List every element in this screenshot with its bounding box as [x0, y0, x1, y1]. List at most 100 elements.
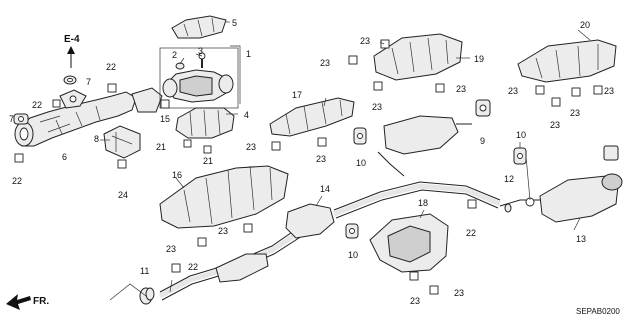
callout-12: 12	[504, 174, 514, 184]
bolt-23-20-c[interactable]	[571, 87, 581, 97]
bolt-22-left-small[interactable]	[52, 99, 61, 108]
bolt-23-18-b[interactable]	[429, 285, 439, 295]
heat-shield-5[interactable]	[171, 15, 227, 39]
rubber-hanger-9[interactable]	[475, 99, 491, 117]
bolt-23-16-a[interactable]	[197, 237, 207, 247]
heat-shield-16[interactable]	[159, 165, 289, 229]
bolt-23-18-a[interactable]	[409, 271, 419, 281]
callout-23-20-c: 23	[570, 108, 580, 118]
reference-arrow	[67, 46, 75, 68]
diagram-code: SEPAB0200	[576, 307, 620, 316]
front-pipe-6[interactable]	[14, 91, 137, 147]
gasket-2[interactable]	[175, 62, 185, 70]
heat-shield-4[interactable]	[175, 107, 235, 139]
bolt-23-20-a[interactable]	[535, 85, 545, 95]
callout-23-20-a: 23	[508, 86, 518, 96]
rubber-hanger-10-low[interactable]	[345, 223, 359, 239]
callout-24: 24	[118, 190, 128, 200]
callout-2: 2	[172, 50, 177, 60]
rubber-hanger-10-mid[interactable]	[353, 127, 367, 145]
callout-13: 13	[576, 234, 586, 244]
heat-shield-19[interactable]	[373, 33, 463, 81]
converter-bracket-8[interactable]	[103, 125, 141, 159]
rubber-hanger-10-right[interactable]	[513, 147, 527, 165]
callout-10-low: 10	[348, 250, 358, 260]
reference-label: E-4	[64, 34, 80, 45]
callout-7-left: 7	[9, 114, 14, 124]
callout-18: 18	[418, 198, 428, 208]
center-muffler[interactable]	[377, 115, 472, 177]
callout-23-20-b: 23	[550, 120, 560, 130]
callout-10-mid: 10	[356, 158, 366, 168]
pipe-14[interactable]	[139, 181, 501, 305]
heat-shield-17[interactable]	[269, 97, 355, 137]
bolt-23-19-top[interactable]	[380, 39, 390, 49]
callout-1: 1	[246, 49, 251, 59]
callout-4: 4	[244, 110, 249, 120]
callout-21-right: 21	[203, 156, 213, 166]
callout-15: 15	[160, 114, 170, 124]
bolt-23-17-b[interactable]	[317, 137, 327, 147]
callout-22-rear: 22	[466, 228, 476, 238]
callout-14: 14	[320, 184, 330, 194]
gasket-7-top[interactable]	[63, 75, 77, 85]
callout-23-17-b: 23	[316, 154, 326, 164]
callout-23-19-left: 23	[320, 58, 330, 68]
gasket-12[interactable]	[504, 203, 512, 213]
callout-23-18-a: 23	[410, 296, 420, 306]
callout-23-18-b: 23	[454, 288, 464, 298]
callout-7-top: 7	[86, 77, 91, 87]
callout-17: 17	[292, 90, 302, 100]
callout-3: 3	[198, 46, 203, 56]
callout-22-left: 22	[32, 100, 42, 110]
callout-23-20-d: 23	[604, 86, 614, 96]
callout-23-16-b: 23	[218, 226, 228, 236]
rear-muffler-13[interactable]	[499, 173, 623, 223]
bolt-23-19-right[interactable]	[435, 83, 445, 93]
front-direction-arrow	[6, 294, 31, 310]
bolt-23-17-a[interactable]	[271, 141, 281, 151]
callout-9: 9	[480, 136, 485, 146]
callout-23-19-bottom: 23	[372, 102, 382, 112]
bolt-22-rear[interactable]	[467, 199, 477, 209]
bolt-21-a[interactable]	[183, 139, 192, 148]
callout-22-bottom: 22	[12, 176, 22, 186]
heat-shield-20[interactable]	[517, 39, 617, 83]
gasket-7-left[interactable]	[13, 113, 29, 125]
callout-22-lower: 22	[188, 262, 198, 272]
silencer-18[interactable]	[369, 213, 449, 273]
bracket-upper-left[interactable]	[131, 87, 163, 113]
flange-left-upper[interactable]	[59, 89, 87, 109]
bolt-23-20-d[interactable]	[593, 85, 603, 95]
bolt-21-b[interactable]	[203, 145, 212, 154]
callout-19: 19	[474, 54, 484, 64]
bolt-24[interactable]	[117, 159, 127, 169]
callout-23-16-a: 23	[166, 244, 176, 254]
callout-23-19-top: 23	[360, 36, 370, 46]
callout-22-upper: 22	[106, 62, 116, 72]
rear-hanger-bracket[interactable]	[603, 145, 619, 161]
callout-16: 16	[172, 170, 182, 180]
bolt-23-20-b[interactable]	[551, 97, 561, 107]
callout-8: 8	[94, 134, 99, 144]
callout-21-left: 21	[156, 142, 166, 152]
nut-15[interactable]	[160, 99, 170, 109]
callout-5: 5	[232, 18, 237, 28]
callout-11: 11	[140, 266, 149, 276]
callout-23-17-a: 23	[246, 142, 256, 152]
gasket-11[interactable]	[145, 287, 155, 301]
bolt-22-left-bottom[interactable]	[14, 153, 24, 163]
catalytic-converter-1[interactable]	[159, 47, 239, 109]
bolt-23-16-b[interactable]	[243, 223, 253, 233]
leader-lines	[100, 21, 591, 301]
bolt-23-19-bottom[interactable]	[373, 81, 383, 91]
callout-10-right: 10	[516, 130, 526, 140]
callout-23-19-right: 23	[456, 84, 466, 94]
bolt-22-front-lower[interactable]	[171, 263, 181, 273]
bolt-22-left-mid[interactable]	[107, 83, 117, 93]
callout-6: 6	[62, 152, 67, 162]
callout-20: 20	[580, 20, 590, 30]
bolt-23-19-left[interactable]	[348, 55, 358, 65]
